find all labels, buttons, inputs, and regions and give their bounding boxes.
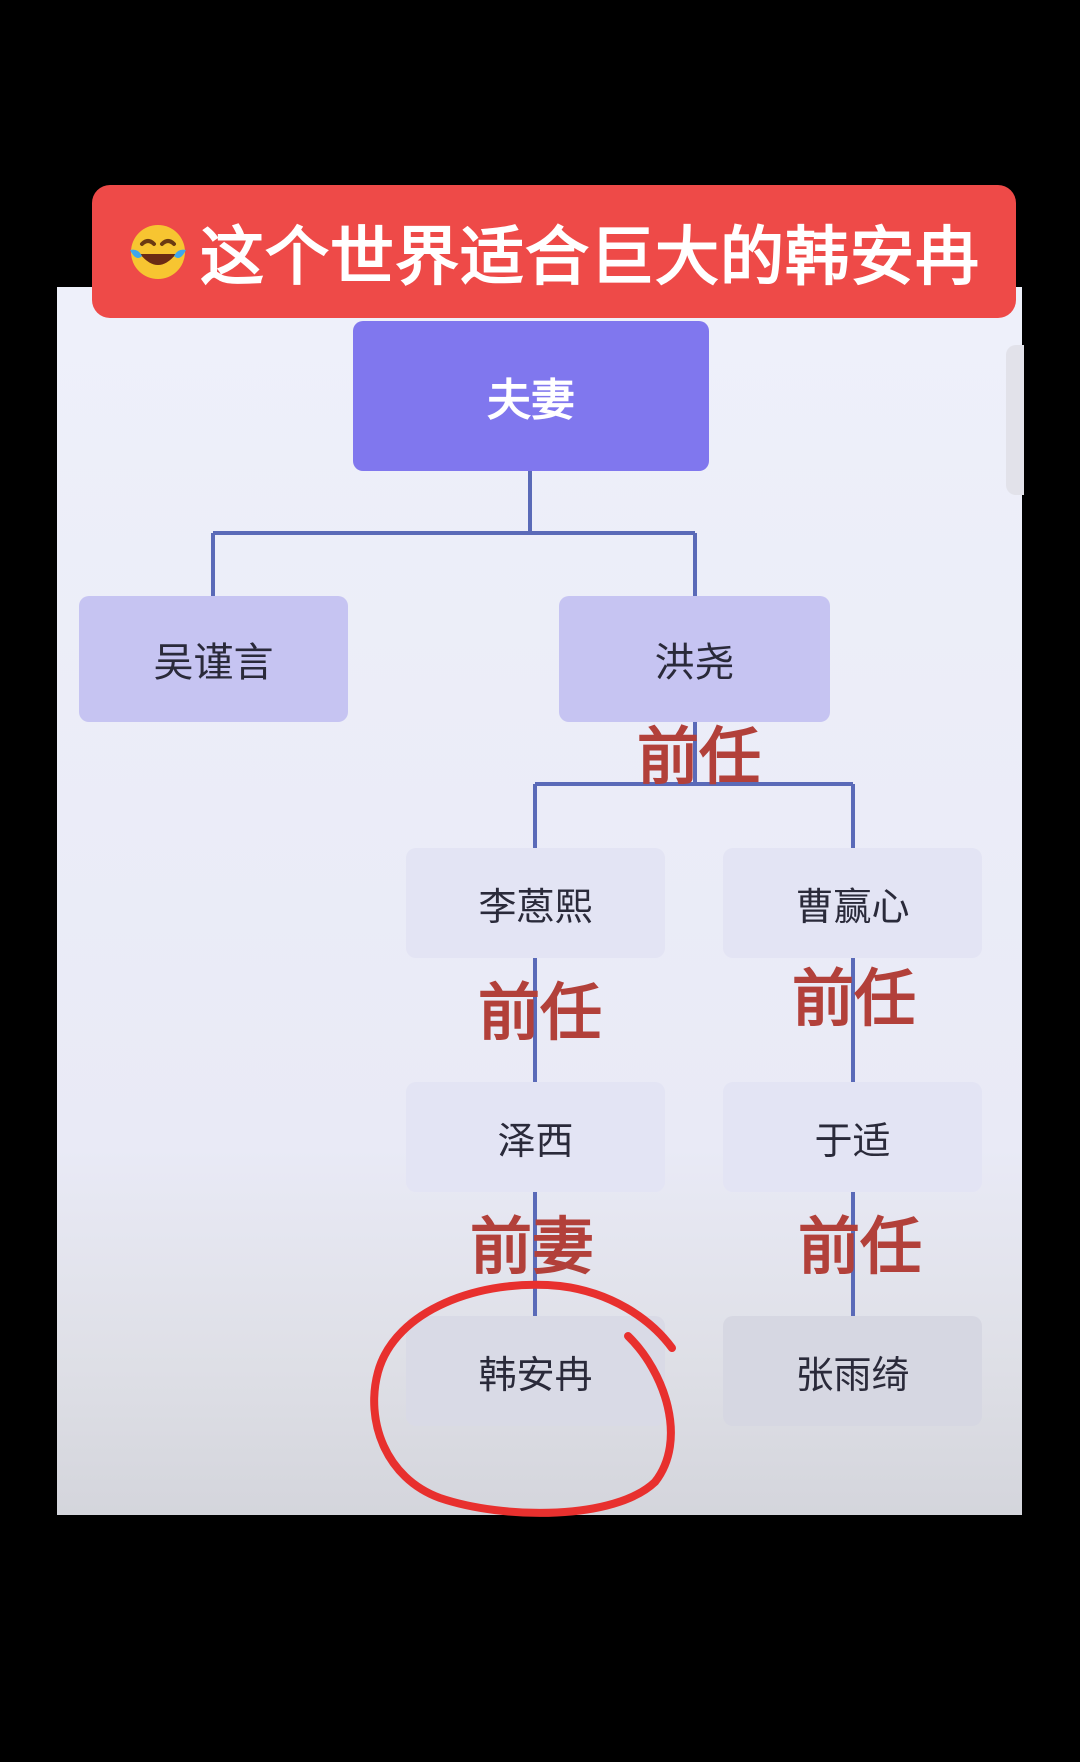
right-child-label: 洪尧 [654,640,735,686]
face-with-tears-of-joy-icon [130,224,186,279]
root-label: 夫妻 [487,375,575,426]
col1-node1-label: 李蒽熙 [478,884,593,929]
root-node: 夫妻 [353,321,709,471]
node-left-child: 吴谨言 [79,596,348,722]
edge-scroll-handle [1006,345,1024,495]
title-banner: 这个世界适合巨大的韩安冉 [92,185,1016,318]
col1-relation1: 前任 [478,976,603,1049]
col2-relation1: 前任 [792,962,917,1035]
col1-relation2: 前妻 [470,1210,595,1283]
col1-node2-label: 泽西 [497,1118,574,1163]
col2-node1: 曹赢心 [723,848,982,958]
col2-node2: 于适 [723,1082,982,1192]
col2-node3: 张雨绮 [723,1316,982,1426]
relation-root: 前任 [637,720,762,793]
left-child-label: 吴谨言 [153,640,274,686]
banner-title: 这个世界适合巨大的韩安冉 [200,220,980,295]
node-right-child: 洪尧 [559,596,830,722]
col2-node3-label: 张雨绮 [795,1352,910,1397]
col1-node1: 李蒽熙 [406,848,665,958]
col2-node1-label: 曹赢心 [795,884,910,929]
col2-relation2: 前任 [798,1210,923,1283]
col2-node2-label: 于适 [814,1118,891,1163]
col1-node2: 泽西 [406,1082,665,1192]
col1-node3-label: 韩安冉 [478,1352,593,1397]
col1-node3: 韩安冉 [406,1316,665,1426]
